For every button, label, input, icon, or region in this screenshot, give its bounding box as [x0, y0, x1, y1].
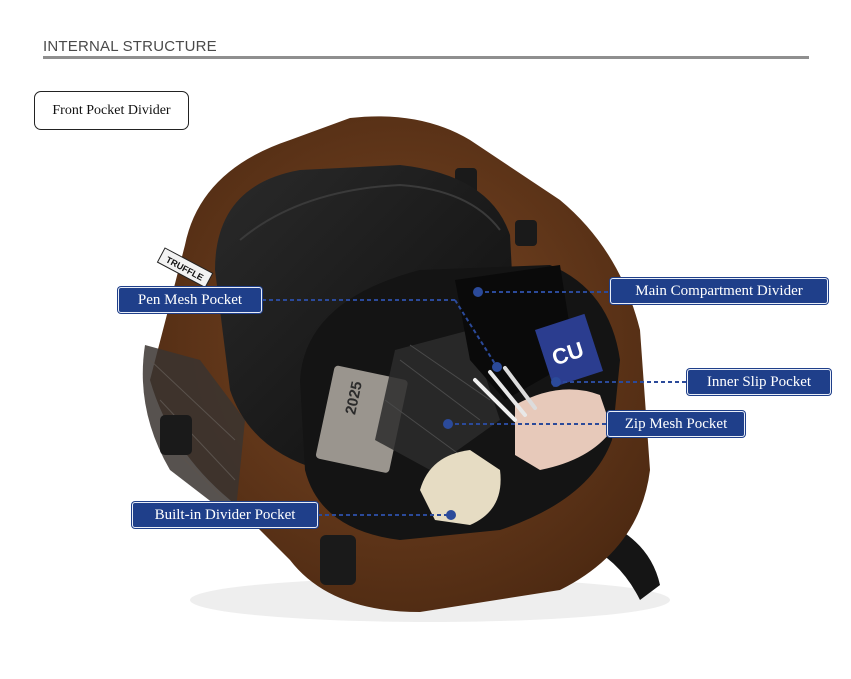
callout-zip-mesh-pocket: Zip Mesh Pocket — [607, 411, 745, 437]
callout-built-in-divider-pocket: Built-in Divider Pocket — [132, 502, 318, 528]
pouch — [515, 389, 612, 470]
svg-text:2025: 2025 — [342, 380, 366, 416]
pen — [473, 378, 517, 422]
bottom-buckle-icon — [320, 535, 356, 585]
main-divider-panel — [455, 265, 575, 400]
callout-pen-mesh-pocket: Pen Mesh Pocket — [118, 287, 262, 313]
section-title: INTERNAL STRUCTURE — [43, 38, 217, 55]
title-underline — [43, 56, 809, 59]
callout-inner-slip-pocket: Inner Slip Pocket — [687, 369, 831, 395]
book: CU — [535, 313, 603, 388]
callout-main-compartment-divider: Main Compartment Divider — [610, 278, 828, 304]
side-buckle-icon — [160, 415, 192, 455]
notebook: 2025 — [315, 365, 408, 473]
side-mesh-pocket — [142, 345, 245, 520]
front-pocket-divider-tag: Front Pocket Divider — [34, 91, 189, 130]
cloth-pouch — [420, 450, 501, 525]
